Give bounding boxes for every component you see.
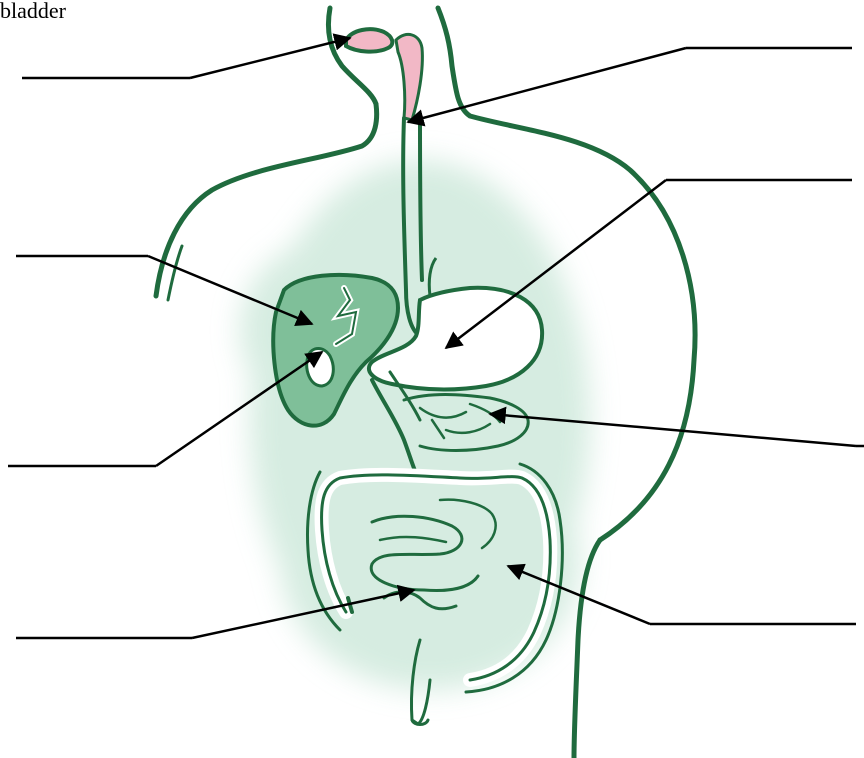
mouth [346, 29, 422, 120]
arrow-mouth [190, 38, 350, 78]
